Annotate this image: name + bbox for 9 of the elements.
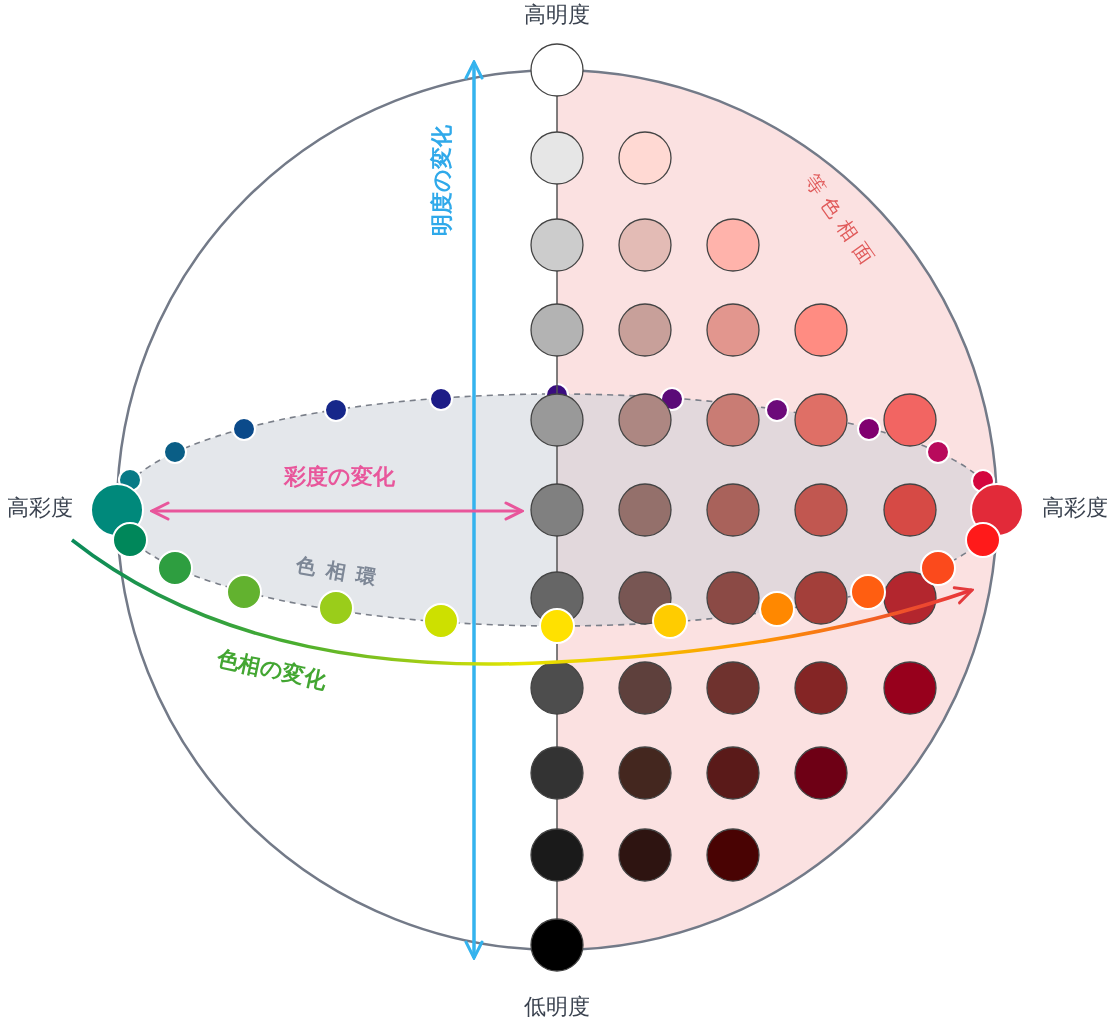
axis-label: 高彩度 bbox=[7, 497, 73, 519]
axis-caption: 明度の変化 bbox=[430, 124, 452, 236]
axis-label: 高彩度 bbox=[1042, 497, 1108, 519]
axis-caption: 彩度の変化 bbox=[283, 466, 395, 488]
plane-caption: 等色相面 bbox=[801, 170, 883, 274]
axis-label: 高明度 bbox=[524, 4, 590, 26]
axis-caption: 色相の変化 bbox=[214, 647, 328, 693]
ring-caption: 色相環 bbox=[294, 554, 388, 590]
axis-label: 低明度 bbox=[524, 996, 590, 1018]
